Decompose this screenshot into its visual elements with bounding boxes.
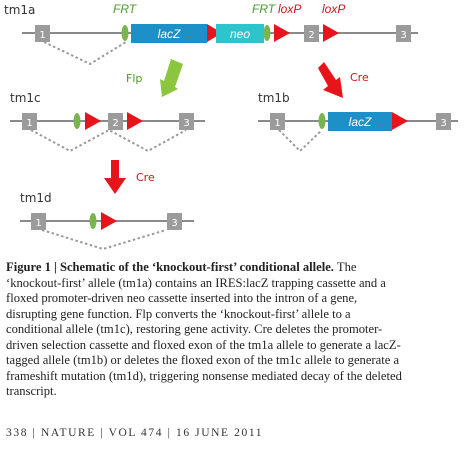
- tm1a-exon-3-label: 3: [400, 30, 406, 41]
- tm1c-frt-site: [73, 113, 81, 129]
- caption-line-8: frameshift mutation (tm1d), triggering n…: [6, 368, 402, 383]
- flp-label: Flp: [126, 72, 142, 85]
- tm1c-label: tm1c: [10, 91, 41, 105]
- tm1c-loxp-site-1: [85, 112, 101, 130]
- tm1c-exon-2: [108, 113, 123, 130]
- tm1a-label: tm1a: [4, 3, 35, 17]
- caption-line-9: transcript.: [6, 384, 57, 398]
- tm1a-neo-cassette: [216, 24, 264, 43]
- tm1b-label: tm1b: [258, 91, 290, 105]
- caption-line-4: disrupting gene function. Flp converts t…: [6, 306, 351, 321]
- cre-recombination-arrow-2: Cre: [104, 160, 155, 194]
- footer-sep-3: |: [167, 427, 176, 439]
- tm1a-lacz-label: lacZ: [158, 27, 181, 41]
- caption-title: Figure 1 | Schematic of the ‘knockout-fi…: [6, 260, 334, 274]
- cre-arrow-icon-2: [104, 160, 126, 194]
- tm1d-allele: tm1d 1 3: [20, 191, 194, 251]
- tm1b-frt-site: [318, 113, 326, 129]
- tm1c-splice-line: [30, 128, 187, 153]
- tm1d-exon-3: [167, 213, 182, 230]
- tm1a-exon-1-label: 1: [39, 30, 45, 41]
- footer-sep-2: |: [100, 427, 109, 439]
- tm1a-splice-line: [43, 41, 127, 66]
- tm1b-splice-line: [278, 129, 323, 153]
- tm1c-exon-3: [179, 113, 194, 130]
- tm1b-allele: tm1b 1 lacZ 3: [258, 91, 458, 153]
- caption-line-1: The: [336, 260, 357, 274]
- tm1a-loxp-site-3: [323, 24, 339, 42]
- tm1b-lacz-label: lacZ: [349, 115, 372, 129]
- tm1b-loxp-site: [392, 112, 408, 130]
- tm1b-lacz-cassette: [328, 112, 392, 131]
- footer-volume: VOL 474: [108, 427, 164, 439]
- tm1c-exon-1: [22, 113, 37, 130]
- tm1b-exon-3: [436, 113, 451, 130]
- footer-date: 16 JUNE 2011: [175, 427, 264, 439]
- tm1c-exon-1-label: 1: [26, 118, 32, 129]
- tm1c-exon-2-label: 2: [112, 118, 118, 129]
- footer-sep-1: |: [32, 427, 41, 439]
- tm1c-allele: tm1c 1 2 3: [10, 91, 205, 153]
- tm1d-frt-site: [89, 213, 97, 229]
- tm1a-exon-2: [304, 25, 319, 42]
- tm1b-exon-1: [270, 113, 285, 130]
- tm1d-exon-1-label: 1: [35, 218, 41, 229]
- cre-arrow-icon-1: [318, 62, 343, 98]
- caption-line-7: tagged allele (tm1b) or deletes the flox…: [6, 353, 400, 367]
- tm1a-loxp-label-1: loxP: [278, 2, 301, 16]
- footer-page-number: 338: [6, 427, 29, 439]
- tm1d-splice-line: [41, 229, 167, 251]
- tm1a-frt-site-1: [121, 25, 129, 41]
- cre-label-2: Cre: [136, 171, 155, 184]
- tm1c-loxp-site-2: [127, 112, 143, 130]
- tm1a-frt-site-2: [263, 25, 271, 41]
- tm1c-exon-3-label: 3: [183, 118, 189, 129]
- tm1a-neo-label: neo: [230, 27, 250, 41]
- page-footer: 338 | NATURE | VOL 474 | 16 JUNE 2011: [6, 427, 263, 439]
- flp-recombination-arrow: Flp: [126, 59, 183, 97]
- footer-journal: NATURE: [40, 427, 96, 439]
- tm1d-exon-1: [31, 213, 46, 230]
- tm1a-allele: tm1a 1 FRT lacZ neo FRT loxP 2 loxP 3: [4, 2, 418, 66]
- tm1a-frt-label-1: FRT: [113, 2, 138, 16]
- tm1a-loxp-site-1: [207, 24, 222, 42]
- tm1a-loxp-site-2: [274, 24, 290, 42]
- tm1a-frt-label-2: FRT: [252, 2, 277, 16]
- caption-line-5: conditional allele (tm1c), restoring gen…: [6, 322, 383, 336]
- cre-label-1: Cre: [350, 71, 369, 84]
- tm1b-exon-3-label: 3: [440, 118, 446, 129]
- tm1a-loxp-label-2: loxP: [322, 2, 345, 16]
- tm1a-exon-3: [396, 25, 411, 42]
- caption-line-2: ‘knockout-first’ allele (tm1a) contains …: [6, 275, 386, 290]
- flp-arrow-icon: [160, 59, 183, 97]
- figure-caption: Figure 1 | Schematic of the ‘knockout-fi…: [6, 260, 468, 400]
- tm1a-exon-1: [35, 25, 50, 42]
- tm1b-exon-1-label: 1: [274, 118, 280, 129]
- tm1a-lacz-cassette: [131, 24, 207, 43]
- tm1d-label: tm1d: [20, 191, 52, 205]
- allele-schematic-figure: tm1a 1 FRT lacZ neo FRT loxP 2 loxP 3: [4, 2, 458, 251]
- caption-line-3: floxed promoter-driven neo cassette inse…: [6, 291, 358, 305]
- tm1a-exon-2-label: 2: [308, 30, 314, 41]
- tm1d-exon-3-label: 3: [171, 218, 177, 229]
- caption-line-6: driven selection cassette and floxed exo…: [6, 337, 401, 352]
- tm1d-loxp-site: [101, 212, 117, 230]
- cre-recombination-arrow-1: Cre: [318, 62, 369, 98]
